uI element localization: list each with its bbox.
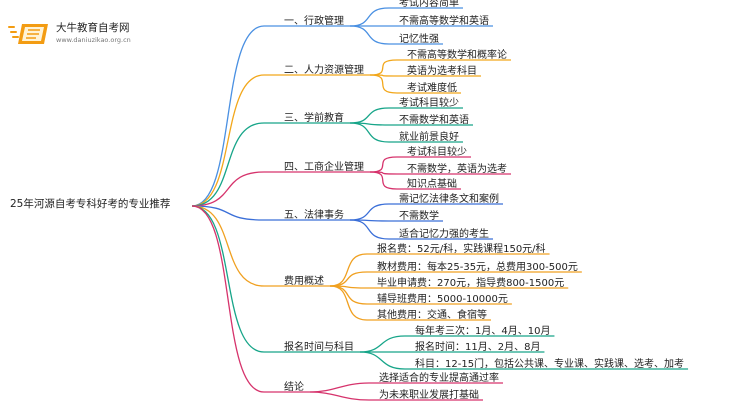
branch-label-5: 五、法律事务 (284, 210, 344, 221)
leaf-label-4-1: 考试科目较少 (407, 147, 467, 158)
root-topic: 25年河源自考专科好考的专业推荐 (10, 198, 171, 210)
branch-connector-4 (191, 171, 284, 207)
branch-connector-5 (191, 205, 284, 221)
leaf-connector-3-3 (349, 122, 390, 143)
leaf-label-3-3: 就业前景良好 (399, 132, 459, 143)
leaf-connector-5-1 (349, 203, 390, 221)
leaf-connector-6-5 (329, 285, 368, 321)
leaf-label-1-2: 不需高等数学和英语 (399, 16, 489, 27)
leaf-connector-2-3 (369, 74, 398, 94)
branch-label-2: 二、人力资源管理 (284, 65, 364, 76)
leaf-label-7-3: 科目：12-15门，包括公共课、专业课、实践课、选考、加考 (415, 359, 685, 370)
leaf-label-6-3: 毕业申请费：270元，指导费800-1500元 (377, 278, 565, 289)
leaf-connector-1-1 (349, 7, 390, 27)
leaf-connector-6-1 (329, 253, 368, 287)
leaf-label-6-1: 报名费：52元/科，实践课程150元/科 (377, 244, 546, 255)
leaf-label-8-2: 为未来职业发展打基础 (379, 390, 479, 401)
leaf-label-5-3: 适合记忆力强的考生 (399, 229, 489, 240)
leaf-connector-7-3 (359, 351, 406, 370)
leaf-connector-4-3 (369, 171, 398, 190)
branch-connector-7 (191, 205, 284, 353)
leaf-connector-2-1 (369, 59, 398, 76)
leaf-connector-4-1 (369, 156, 398, 173)
leaf-label-6-5: 其他费用：交通、食宿等 (377, 310, 487, 321)
leaf-label-1-1: 考试内容简单 (399, 0, 459, 9)
leaf-label-7-1: 每年考三次：1月、4月、10月 (415, 326, 551, 337)
branch-label-8: 结论 (284, 382, 304, 393)
branch-label-4: 四、工商企业管理 (284, 162, 364, 173)
leaf-connector-1-3 (349, 25, 390, 45)
branch-label-6: 费用概述 (284, 276, 324, 287)
leaf-label-4-3: 知识点基础 (407, 179, 457, 190)
leaf-label-6-4: 辅导班费用：5000-10000元 (377, 294, 508, 305)
leaf-connector-8-1 (309, 382, 370, 393)
leaf-connector-7-1 (359, 335, 406, 353)
branch-label-1: 一、行政管理 (284, 16, 344, 27)
leaf-label-8-1: 选择适合的专业提高通过率 (379, 373, 499, 384)
branch-connector-2 (191, 74, 284, 207)
leaf-connector-6-2 (329, 271, 368, 287)
leaf-connector-5-3 (349, 219, 390, 240)
logo-icon (8, 24, 48, 44)
leaf-label-5-2: 不需数学 (399, 211, 439, 222)
leaf-label-1-3: 记忆性强 (399, 34, 439, 45)
branch-connector-8 (191, 205, 284, 393)
leaf-label-3-2: 不需数学和英语 (399, 115, 469, 126)
leaf-label-5-1: 需记忆法律条文和案例 (399, 194, 499, 205)
leaf-label-6-2: 教材费用：每本25-35元，总费用300-500元 (377, 262, 578, 273)
leaf-connector-6-4 (329, 285, 368, 305)
branch-connector-1 (191, 25, 284, 207)
leaf-label-7-2: 报名时间：11月、2月、8月 (415, 342, 541, 353)
brand-name: 大牛教育自考网 (56, 22, 130, 34)
brand-url: www.daniuzikao.org.cn (56, 36, 131, 44)
leaf-label-2-1: 不需高等数学和概率论 (407, 50, 507, 61)
leaf-label-4-2: 不需数学，英语为选考 (407, 164, 507, 175)
branch-label-3: 三、学前教育 (284, 113, 344, 124)
branch-connector-3 (191, 122, 284, 207)
leaf-connector-3-1 (349, 107, 390, 124)
leaf-label-2-2: 英语为选考科目 (407, 66, 477, 77)
branch-label-7: 报名时间与科目 (284, 342, 354, 353)
leaf-connector-8-2 (309, 391, 370, 401)
leaf-label-3-1: 考试科目较少 (399, 98, 459, 109)
leaf-label-2-3: 考试难度低 (407, 83, 457, 94)
branch-connector-6 (191, 205, 284, 287)
